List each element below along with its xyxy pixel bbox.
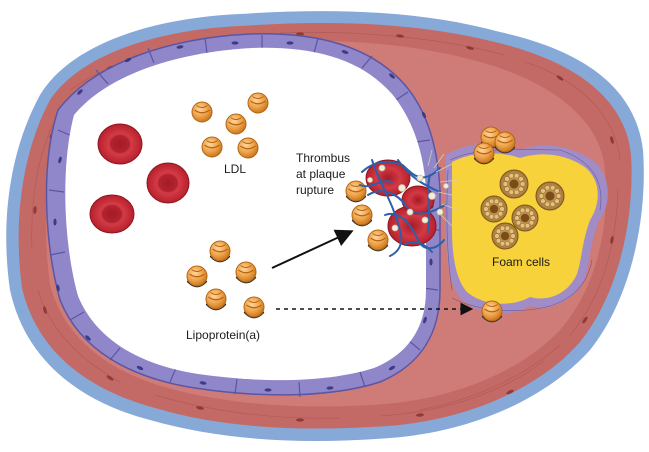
platelets [367, 164, 449, 232]
lipoprotein-a-particle [367, 229, 389, 252]
lipoprotein-a-particle [243, 296, 265, 319]
lipoprotein-a-particle [351, 204, 373, 227]
lipoprotein-a-particle [209, 240, 231, 263]
arrows [271, 229, 474, 316]
foam-cell [499, 169, 529, 199]
lipoprotein-a-particle [473, 142, 495, 165]
foam-cell [491, 222, 519, 250]
thrombus-label-line-3: rupture [296, 183, 334, 197]
ldl-label: LDL [224, 162, 246, 176]
ldl-particle [237, 137, 259, 159]
foam-cells [480, 169, 565, 250]
fibrin-mesh [359, 159, 446, 257]
foam-cell [535, 181, 565, 211]
endothelium [45, 33, 441, 398]
thrombus-label-line-2: at plaque [296, 167, 346, 181]
red-blood-cell [89, 194, 135, 234]
vessel-lumen [65, 47, 426, 381]
thrombus [359, 149, 459, 257]
foam-cells-label: Foam cells [492, 255, 550, 269]
lipoprotein-a-particle [235, 261, 257, 284]
red-blood-cell [97, 123, 143, 165]
endothelial-nuclei [53, 41, 434, 392]
ldl-particle [247, 92, 269, 114]
foam-cell [511, 204, 539, 232]
muscle-fibers [31, 32, 621, 419]
lipoprotein-a-label: Lipoprotein(a) [186, 328, 260, 342]
labels: LDL Thrombus at plaque rupture Foam cell… [186, 151, 550, 342]
ldl-particle [191, 101, 213, 123]
ldl-particle [201, 136, 223, 158]
red-blood-cells [89, 123, 190, 234]
lipoprotein-a-particle [345, 180, 367, 203]
red-blood-cell [146, 162, 190, 204]
ldl-particle [225, 113, 247, 135]
lipoprotein-a-particle [186, 265, 208, 288]
lipoprotein-a-particle [494, 131, 516, 154]
platelet-spikes [427, 149, 459, 227]
ldl-particles [191, 92, 269, 159]
thrombus-label-line-1: Thrombus [296, 151, 350, 165]
lipoprotein-a-particle [205, 288, 227, 311]
arrow-to-thrombus [271, 229, 354, 269]
foam-cell [480, 195, 508, 223]
lipoprotein-a-particle [481, 300, 503, 323]
